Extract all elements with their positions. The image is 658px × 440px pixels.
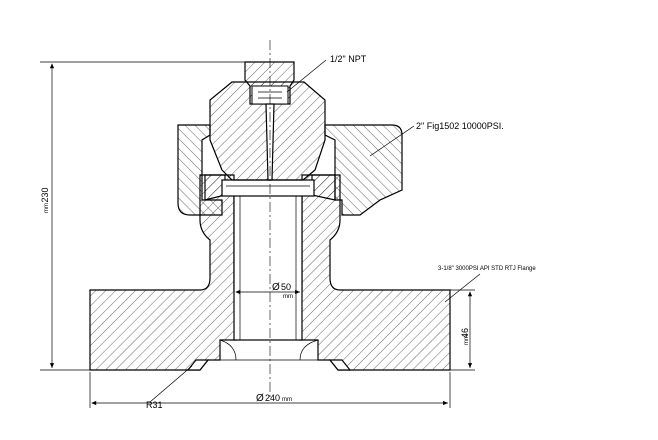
thickness-dimension-unit: mm — [464, 335, 470, 345]
flange-body-left — [89, 174, 237, 371]
diameter-dimension-prefix: Ø — [256, 393, 264, 404]
bore — [233, 194, 303, 341]
flange-label: 3-1/8" 3000PSI API STD RTJ Flange — [438, 266, 536, 272]
diameter-dimension-unit: mm — [282, 397, 292, 403]
flange-body-right — [299, 174, 451, 371]
npt-label: 1/2" NPT — [330, 54, 367, 64]
radius-label: R31 — [146, 400, 163, 410]
bore-dimension-prefix: Ø — [272, 282, 280, 293]
bore-dimension-value: 50 — [281, 282, 291, 292]
height-dimension-unit: mm — [44, 203, 50, 213]
union-label: 2" Fig1502 10000PSI. — [416, 121, 504, 131]
bore-dimension-unit: mm — [283, 294, 293, 300]
height-dimension-value: 230 — [40, 187, 50, 202]
seal-ring — [221, 179, 315, 197]
rtj-groove-right — [328, 359, 352, 371]
thickness-dimension-value: 46 — [460, 328, 470, 338]
wing-nut-left — [177, 124, 223, 216]
rtj-groove-left — [186, 359, 210, 371]
union-seat-right — [311, 174, 336, 201]
diameter-dimension-value: 240 — [265, 393, 280, 403]
